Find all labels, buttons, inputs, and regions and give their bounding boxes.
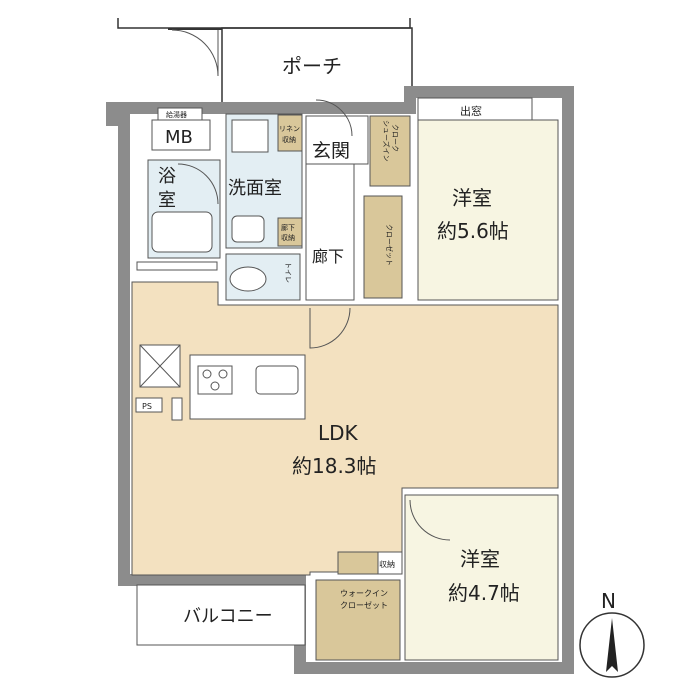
mb-label: MB (165, 127, 193, 148)
kitchen (135, 344, 306, 421)
shoes-closet-label-1: シューズイン (382, 120, 391, 162)
washroom-label: 洗面室 (228, 178, 282, 199)
ldk-size: 約18.3帖 (292, 454, 377, 478)
entrance-label: 玄関 (312, 140, 350, 162)
western-room-1-floor (417, 119, 559, 301)
compass-north-label: N (601, 589, 616, 613)
linen-label-2: 収納 (282, 135, 296, 144)
balcony-floor (136, 584, 306, 646)
bay-window-label: 出窓 (460, 104, 482, 118)
toilet-label: トイレ (284, 262, 292, 283)
storage-label: 収納 (379, 559, 395, 569)
mb-box (151, 119, 211, 151)
western-room-1-name: 洋室 (452, 186, 492, 210)
door-swings (177, 99, 451, 541)
hallway-label: 廊下 (312, 247, 344, 266)
hallway-floor (305, 163, 355, 301)
water-heater-label: 給湯器 (166, 110, 187, 119)
walk-in-closet-label-2: クローゼット (340, 600, 388, 610)
ldk-name: LDK (318, 421, 359, 445)
western-room-2-name: 洋室 (460, 547, 500, 571)
western-room-1-size: 約5.6帖 (437, 219, 509, 243)
porch-area (117, 18, 413, 109)
closet-label: クローゼット (385, 224, 394, 266)
bath-label-2: 室 (158, 190, 176, 211)
water-heater-box (157, 107, 203, 121)
balcony-label: バルコニー (183, 606, 273, 627)
hall-storage-label-1: 廊下 (281, 223, 295, 232)
wet-area (136, 113, 303, 301)
hall-storage-label-2: 収納 (281, 233, 295, 242)
walk-in-closet-label-1: ウォークイン (340, 589, 388, 598)
compass (579, 612, 645, 678)
porch-label: ポーチ (282, 54, 342, 78)
ps-label: PS (142, 402, 152, 411)
outer-wall (106, 86, 574, 674)
bath-label-1: 浴 (158, 166, 176, 187)
closets (277, 114, 411, 661)
western-room-2-floor (404, 494, 559, 661)
entrance-floor (305, 115, 369, 165)
bay-window (417, 97, 533, 121)
western-room-2-size: 約4.7帖 (448, 581, 520, 605)
shoes-closet-label-2: クローク (391, 124, 399, 152)
linen-label-1: リネン (279, 125, 300, 133)
